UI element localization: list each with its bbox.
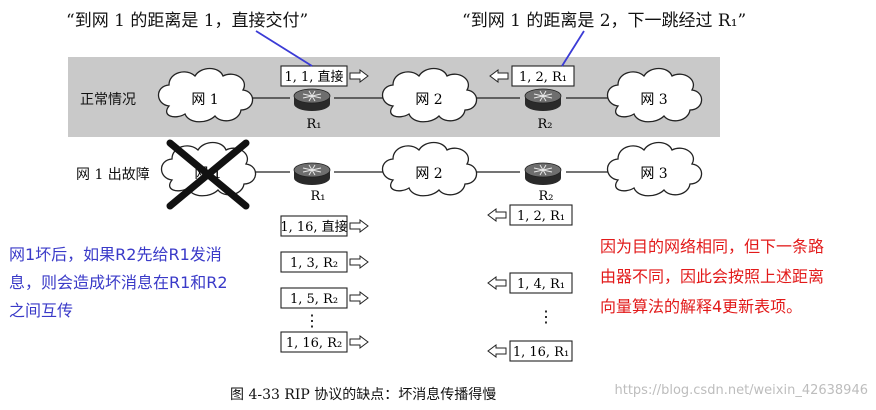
svg-text:网 2: 网 2	[415, 166, 442, 182]
svg-text:1, 1, 直接: 1, 1, 直接	[284, 69, 343, 85]
network-cloud-net2-failure: 网 2	[381, 141, 478, 197]
svg-text:1, 3, R₂: 1, 3, R₂	[290, 256, 338, 271]
svg-text:1, 16, R₁: 1, 16, R₁	[513, 345, 569, 360]
network-cloud-net2-normal: 网 2	[381, 67, 478, 123]
arrow-right-icon	[349, 255, 369, 269]
routing-message-box: 1, 3, R₂	[280, 251, 348, 273]
svg-text:1, 4, R₁: 1, 4, R₁	[517, 277, 565, 292]
router-label-r1-normal: R₁	[307, 117, 322, 132]
arrow-left-icon	[487, 208, 507, 222]
r1-ellipsis: ⋮	[304, 311, 320, 330]
quote-pointer-right	[561, 30, 585, 67]
routing-message-box: 1, 16, 直接	[280, 215, 348, 237]
r2-update-column: 1, 2, R₁ 1, 4, R₁ 1, 16, R₁	[487, 204, 573, 362]
watermark: https://blog.csdn.net/weixin_42638946	[614, 383, 868, 398]
annotation-red-line: 由器不同，因此会按照上述距离	[600, 267, 825, 286]
arrow-left-icon	[487, 276, 507, 290]
r1-update-column: 1, 16, 直接 1, 3, R₂ 1, 5, R₂ 1, 16, R₂	[280, 215, 369, 353]
annotation-red-line: 因为目的网络相同，但下一条路	[600, 237, 825, 256]
svg-text:网 2: 网 2	[415, 92, 442, 108]
svg-text:网 3: 网 3	[640, 166, 667, 182]
row-label-normal: 正常情况	[80, 92, 136, 108]
quote-pointer-left	[255, 30, 313, 67]
failure-cross-icon	[166, 139, 250, 210]
router-icon	[293, 88, 331, 112]
r2-ellipsis: ⋮	[538, 307, 554, 326]
annotation-blue-line: 息，则会造成坏消息在R1和R2	[9, 273, 228, 292]
annotation-red: 因为目的网络相同，但下一条路 由器不同，因此会按照上述距离 向量算法的解释4更新…	[600, 232, 824, 322]
annotation-blue-line: 之间互传	[9, 301, 74, 320]
router-label-r1-failure: R₁	[311, 189, 326, 204]
arrow-right-icon	[349, 291, 369, 305]
svg-text:网 1: 网 1	[191, 92, 218, 108]
network-cloud-net1-normal: 网 1	[157, 67, 254, 123]
arrow-right-icon	[349, 219, 369, 233]
routing-message-box: 1, 16, R₂	[280, 331, 348, 353]
routing-message-box: 1, 2, R₁	[509, 204, 573, 226]
routing-message-box: 1, 5, R₂	[280, 287, 348, 309]
figure-caption: 图 4-33 RIP 协议的缺点：坏消息传播得慢	[230, 387, 497, 403]
row-label-failure: 网 1 出故障	[76, 167, 150, 183]
network-cloud-net3-failure: 网 3	[606, 141, 703, 197]
routing-message-box: 1, 16, R₁	[509, 340, 573, 362]
router-label-r2-normal: R₂	[538, 117, 553, 132]
quote-direct-delivery: “到网 1 的距离是 1，直接交付”	[66, 11, 309, 31]
svg-text:1, 2, R₁: 1, 2, R₁	[517, 209, 565, 224]
annotation-blue-line: 网1坏后，如果R2先给R1发消	[9, 245, 222, 264]
routing-message-box: 1, 4, R₁	[509, 272, 573, 294]
arrow-right-icon	[349, 335, 369, 349]
svg-text:1, 2, R₁: 1, 2, R₁	[519, 70, 567, 85]
router-icon	[524, 162, 562, 186]
network-cloud-net3-normal: 网 3	[606, 67, 703, 123]
router-label-r2-failure: R₂	[539, 189, 554, 204]
router-icon	[524, 88, 562, 112]
svg-text:1, 16, R₂: 1, 16, R₂	[286, 336, 342, 351]
quote-next-hop-r1: “到网 1 的距离是 2，下一跳经过 R₁”	[462, 11, 747, 31]
routing-message-box: 1, 2, R₁	[511, 65, 575, 87]
router-icon	[293, 162, 331, 186]
arrow-left-icon	[487, 344, 507, 358]
routing-message-box: 1, 1, 直接	[280, 65, 348, 87]
svg-text:网 3: 网 3	[640, 92, 667, 108]
svg-text:1, 16, 直接: 1, 16, 直接	[280, 219, 347, 235]
annotation-blue: 网1坏后，如果R2先给R1发消 息，则会造成坏消息在R1和R2 之间互传	[9, 241, 228, 325]
annotation-red-line: 向量算法的解释4更新表项。	[600, 297, 803, 316]
svg-text:1, 5, R₂: 1, 5, R₂	[290, 292, 338, 307]
